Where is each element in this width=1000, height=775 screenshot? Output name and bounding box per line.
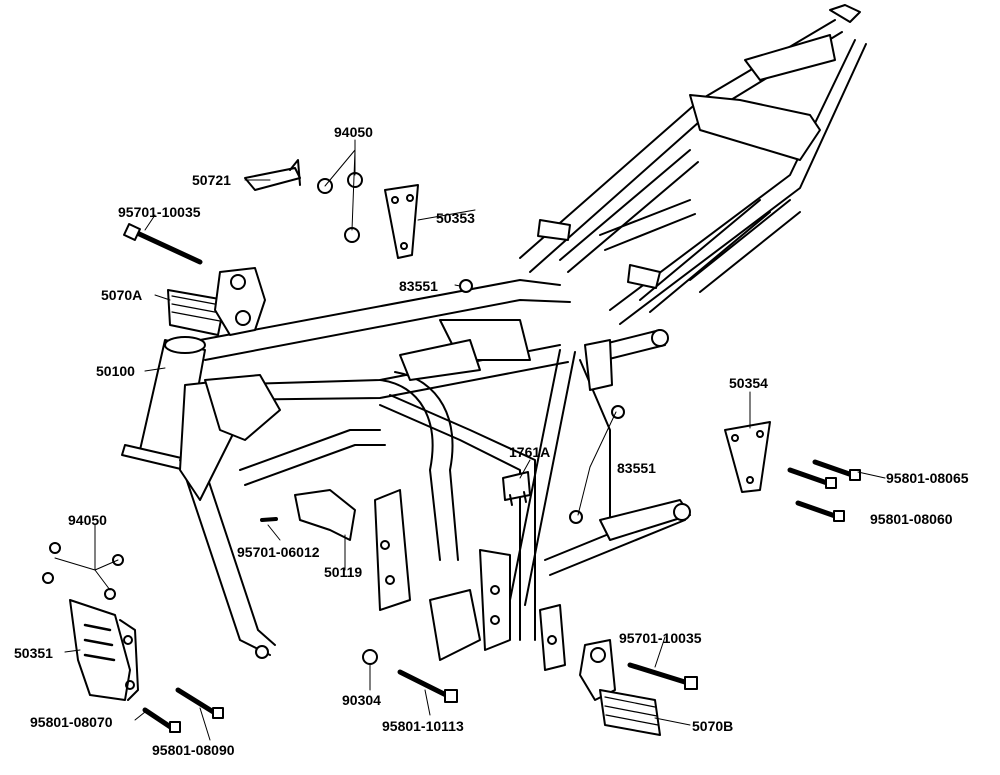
label-94050-left: 94050 bbox=[68, 512, 107, 528]
loose-parts bbox=[42, 159, 861, 736]
label-83551-top: 83551 bbox=[399, 278, 438, 294]
label-95701-10035-bot: 95701-10035 bbox=[619, 630, 702, 646]
label-50354: 50354 bbox=[729, 375, 768, 391]
label-50721: 50721 bbox=[192, 172, 231, 188]
label-50353: 50353 bbox=[436, 210, 475, 226]
label-83551-mid: 83551 bbox=[617, 460, 656, 476]
label-90304: 90304 bbox=[342, 692, 381, 708]
label-50351: 50351 bbox=[14, 645, 53, 661]
label-50119: 50119 bbox=[324, 564, 363, 580]
label-5070B: 5070B bbox=[692, 718, 734, 734]
label-95801-10113: 95801-10113 bbox=[382, 718, 464, 734]
label-95801-08090: 95801-08090 bbox=[152, 742, 235, 758]
label-1761A: 1761A bbox=[509, 444, 551, 460]
label-50100: 50100 bbox=[96, 363, 135, 379]
label-95701-10035-top: 95701-10035 bbox=[118, 204, 201, 220]
label-95801-08070: 95801-08070 bbox=[30, 714, 113, 730]
label-95701-06012: 95701-06012 bbox=[237, 544, 320, 560]
label-5070A: 5070A bbox=[101, 287, 143, 303]
frame-tubes bbox=[121, 4, 867, 671]
label-95801-08065: 95801-08065 bbox=[886, 470, 969, 486]
label-95801-08060: 95801-08060 bbox=[870, 511, 953, 527]
label-94050-top: 94050 bbox=[334, 124, 373, 140]
leader-lines bbox=[54, 139, 886, 741]
